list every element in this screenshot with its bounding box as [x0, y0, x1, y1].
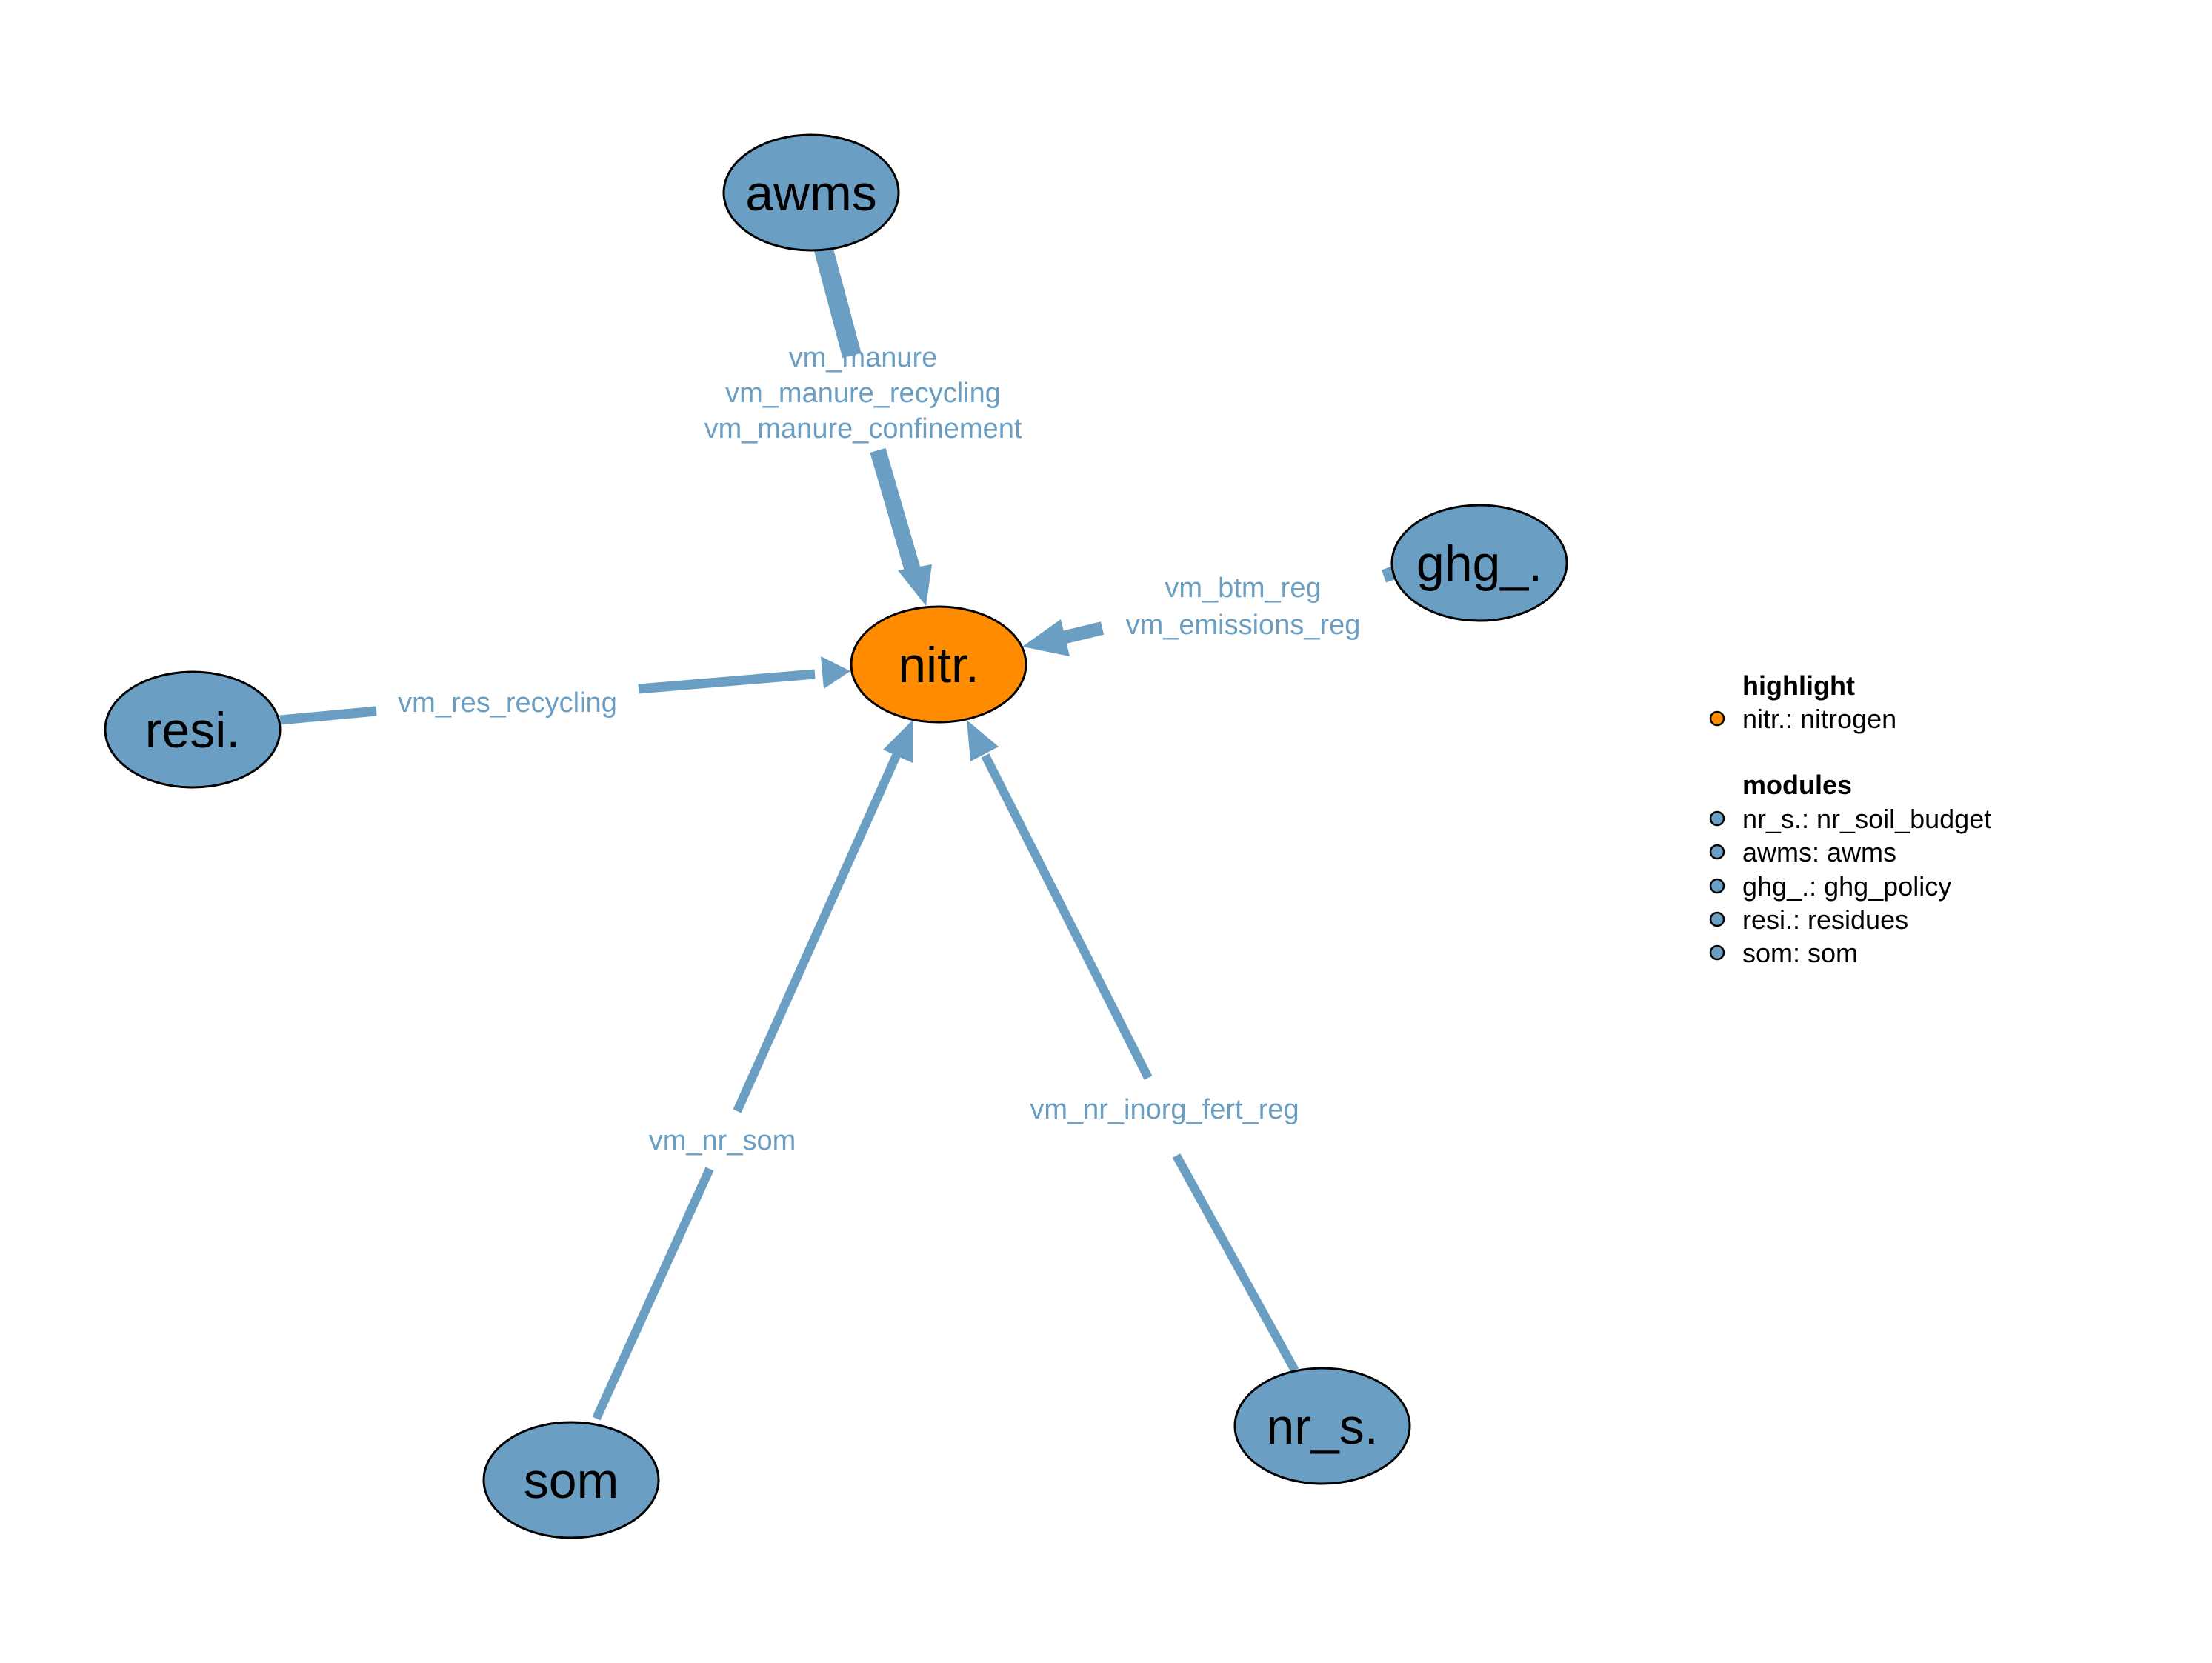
legend-dot: [1709, 810, 1725, 827]
node-som: som: [482, 1421, 660, 1539]
node-resi: resi.: [104, 670, 282, 789]
legend-item-label: awms: awms: [1742, 837, 1896, 867]
edge-label-awms-3: vm_manure_confinement: [704, 413, 1022, 444]
edge-label-som-1: vm_nr_som: [649, 1125, 796, 1156]
edge-line: [592, 1167, 714, 1421]
legend-modules-title: modules: [1742, 770, 1852, 800]
legend-module-item: nr_s.: nr_soil_budget: [1709, 804, 1991, 834]
edge-line: [1172, 1153, 1299, 1373]
edge-line: [870, 447, 923, 581]
edge-label-ghg-2: vm_emissions_reg: [1126, 610, 1361, 641]
node-label: nitr.: [898, 637, 979, 693]
legend-module-item: awms: awms: [1709, 837, 1896, 867]
edge-arrowhead: [1022, 619, 1070, 656]
legend-dot: [1709, 911, 1725, 927]
legend-dot: [1709, 710, 1725, 727]
edge-label-awms-2: vm_manure_recycling: [725, 378, 1001, 409]
node-label: ghg_.: [1416, 536, 1542, 592]
legend-module-item: resi.: residues: [1709, 904, 1908, 935]
node-nitr: nitr.: [850, 605, 1027, 724]
edge-line: [1057, 621, 1105, 645]
edge-arrowhead: [898, 564, 932, 606]
legend-item-label: nitr.: nitrogen: [1742, 704, 1896, 734]
edge-awms-to-nitr: vm_manure vm_manure_recycling vm_manure_…: [704, 241, 1022, 606]
edge-line: [638, 669, 816, 694]
legend-dot: [1709, 944, 1725, 961]
legend-module-item: ghg_.: ghg_policy: [1709, 871, 1951, 902]
node-ghg: ghg_.: [1390, 504, 1568, 622]
legend: highlight nitr.: nitrogen modules nr_s.:…: [1709, 670, 1991, 968]
edge-label-ghg-1: vm_btm_reg: [1165, 573, 1321, 604]
node-label: som: [524, 1453, 619, 1509]
legend-dot: [1709, 844, 1725, 860]
edge-label-resi-1: vm_res_recycling: [398, 687, 617, 719]
edge-line: [981, 753, 1153, 1080]
node-ellipse: [482, 1421, 660, 1539]
edge-som-to-nitr: vm_nr_som: [592, 720, 913, 1421]
edge-line: [733, 753, 901, 1113]
edge-line: [813, 241, 862, 359]
legend-item-label: som: som: [1742, 938, 1858, 968]
edge-arrowhead: [967, 720, 999, 761]
legend-item-label: ghg_.: ghg_policy: [1742, 871, 1951, 902]
edge-nrs-to-nitr: vm_nr_inorg_fert_reg: [967, 720, 1299, 1373]
node-ellipse: [850, 605, 1027, 724]
node-label: nr_s.: [1266, 1399, 1378, 1455]
node-label: resi.: [145, 702, 240, 759]
node-ellipse: [104, 670, 282, 789]
edge-label-nrs-1: vm_nr_inorg_fert_reg: [1030, 1094, 1299, 1125]
legend-module-item: som: som: [1709, 938, 1858, 968]
node-ellipse: [722, 133, 900, 252]
edge-resi-to-nitr: vm_res_recycling: [279, 656, 850, 725]
node-ellipse: [1233, 1367, 1411, 1485]
edge-ghg-to-nitr: vm_btm_reg vm_emissions_reg: [1022, 565, 1399, 656]
node-nrs: nr_s.: [1233, 1367, 1411, 1485]
edge-label-awms-1: vm_manure: [789, 342, 938, 373]
legend-highlight-item: nitr.: nitrogen: [1709, 704, 1896, 734]
edge-arrowhead: [883, 720, 913, 763]
node-label: awms: [745, 165, 877, 221]
legend-item-label: nr_s.: nr_soil_budget: [1742, 804, 1991, 834]
edge-arrowhead: [821, 656, 850, 689]
legend-item-label: resi.: residues: [1742, 904, 1908, 935]
node-ellipse: [1390, 504, 1568, 622]
legend-highlight-title: highlight: [1742, 670, 1855, 701]
edge-line: [279, 706, 377, 725]
legend-dot: [1709, 878, 1725, 894]
node-awms: awms: [722, 133, 900, 252]
